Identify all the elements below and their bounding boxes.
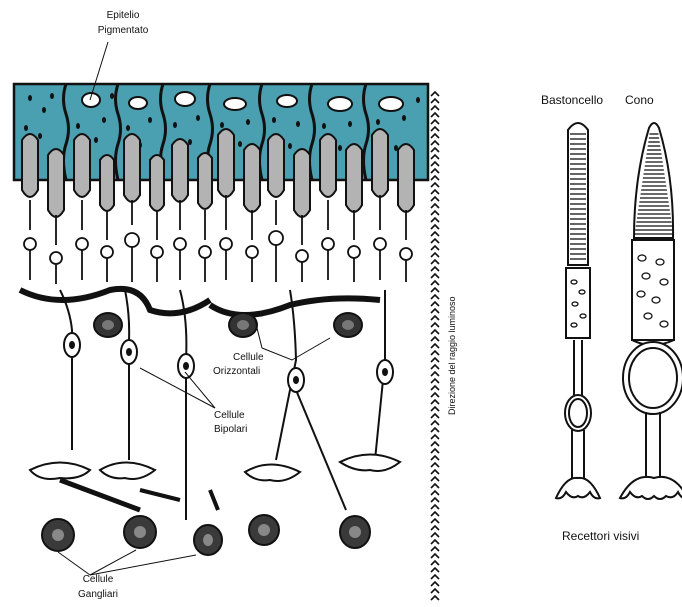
chevron-up-icon [431,435,439,439]
chevron-up-icon [431,211,439,215]
chevron-up-icon [431,421,439,425]
chevron-up-icon [431,295,439,299]
chevron-up-icon [431,568,439,572]
label-bipolari-line1: Cellule [214,410,245,421]
label-gangliari-line2: Gangliari [78,589,118,600]
chevron-up-icon [431,393,439,397]
chevron-up-icon [431,442,439,446]
chevron-up-icon [431,281,439,285]
chevron-up-icon [431,344,439,348]
label-orizzontali-line2: Orizzontali [213,366,260,377]
chevron-up-icon [431,288,439,292]
chevron-up-icon [431,323,439,327]
chevron-up-icon [431,134,439,138]
chevron-up-icon [431,407,439,411]
chevron-up-icon [431,92,439,96]
chevron-up-icon [431,533,439,537]
chevron-up-icon [431,127,439,131]
chevron-up-icon [431,246,439,250]
chevron-up-icon [431,372,439,376]
chevron-up-icon [431,498,439,502]
chevron-up-icon [431,449,439,453]
chevron-up-icon [431,190,439,194]
inner-synapses [30,455,400,511]
label-bastoncello: Bastoncello [541,93,603,107]
chevron-up-icon [431,575,439,579]
chevron-up-icon [431,519,439,523]
chevron-up-icon [431,330,439,334]
chevron-up-icon [431,120,439,124]
chevron-up-icon [431,162,439,166]
chevron-up-icon [431,358,439,362]
chevron-up-icon [431,526,439,530]
chevron-up-icon [431,267,439,271]
label-recettori: Recettori visivi [562,529,639,543]
chevron-up-icon [431,484,439,488]
chevron-up-icon [431,379,439,383]
chevron-up-icon [431,260,439,264]
chevron-up-icon [431,589,439,593]
chevron-up-icon [431,386,439,390]
rod-cell [556,123,600,498]
chevron-up-icon [431,477,439,481]
chevron-up-icon [431,554,439,558]
ganglion-cells [42,515,370,555]
chevron-up-icon [431,470,439,474]
chevron-up-icon [431,302,439,306]
chevron-up-icon [431,204,439,208]
chevron-up-icon [431,239,439,243]
chevron-up-icon [431,540,439,544]
chevron-up-icon [431,274,439,278]
label-epitelio-line1: Epitelio [107,10,140,21]
chevron-up-icon [431,197,439,201]
chevron-up-icon [431,582,439,586]
chevron-up-icon [431,456,439,460]
label-direzione: Direzione del raggio luminoso [447,296,457,415]
chevron-up-icon [431,365,439,369]
horizontal-cells [20,289,380,337]
chevron-up-icon [431,99,439,103]
chevron-up-icon [431,596,439,600]
chevron-up-icon [431,141,439,145]
label-gangliari-line1: Cellule [83,574,114,585]
chevron-up-icon [431,400,439,404]
chevron-up-icon [431,561,439,565]
chevron-up-icon [431,106,439,110]
chevron-up-icon [431,337,439,341]
chevron-up-icon [431,463,439,467]
chevron-up-icon [431,148,439,152]
chevron-up-icon [431,169,439,173]
chevron-up-icon [431,547,439,551]
chevron-up-icon [431,176,439,180]
chevron-up-icon [431,218,439,222]
chevron-up-icon [431,414,439,418]
cone-cell [620,123,682,499]
chevron-up-icon [431,225,439,229]
label-cono: Cono [625,93,654,107]
chevron-up-icon [431,512,439,516]
chevron-up-icon [431,309,439,313]
chevron-up-icon [431,351,439,355]
light-direction-arrows [431,92,439,600]
chevron-up-icon [431,232,439,236]
chevron-up-icon [431,491,439,495]
chevron-up-icon [431,155,439,159]
chevron-up-icon [431,316,439,320]
chevron-up-icon [431,428,439,432]
label-orizzontali-line1: Cellule [233,352,264,363]
chevron-up-icon [431,253,439,257]
chevron-up-icon [431,183,439,187]
chevron-up-icon [431,113,439,117]
chevron-up-icon [431,505,439,509]
label-bipolari-line2: Bipolari [214,424,247,435]
label-epitelio-line2: Pigmentato [98,25,149,36]
